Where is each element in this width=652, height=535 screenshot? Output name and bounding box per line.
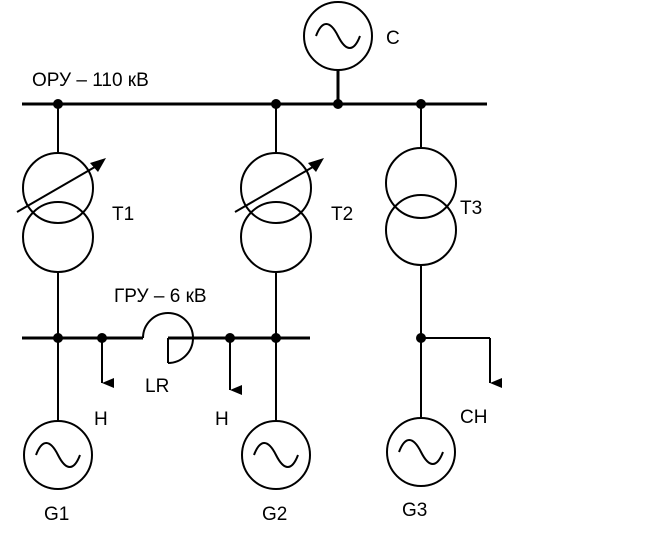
system-label: C xyxy=(386,28,400,49)
reactor-label: LR xyxy=(145,376,169,397)
hv-bus-label: ОРУ – 110 кВ xyxy=(32,70,149,91)
t3-label: T3 xyxy=(460,198,482,219)
aux-label: СН xyxy=(460,407,487,428)
load2-label: Н xyxy=(215,409,229,430)
generator-g3: G3 xyxy=(386,338,456,521)
generator-g1: G1 xyxy=(23,338,93,525)
t1-label: T1 xyxy=(112,204,134,225)
generator-g2: G2 xyxy=(241,338,311,525)
aux-branch: СН xyxy=(416,333,502,428)
transformer-t3: T3 xyxy=(385,104,482,338)
lv-bus-label: ГРУ – 6 кВ xyxy=(114,286,207,307)
transformer-t2: T2 xyxy=(234,104,353,338)
t2-label: T2 xyxy=(331,204,353,225)
load-2: Н xyxy=(215,338,242,430)
reactor-lr: LR xyxy=(142,312,194,397)
hv-busbar: ОРУ – 110 кВ xyxy=(22,70,487,109)
g2-label: G2 xyxy=(262,504,287,525)
load-1: Н xyxy=(94,338,114,430)
load1-label: Н xyxy=(94,409,108,430)
lv-busbar: ГРУ – 6 кВ xyxy=(22,286,310,343)
g3-label: G3 xyxy=(402,500,427,521)
transformer-t1: T1 xyxy=(16,104,134,338)
g1-label: G1 xyxy=(44,504,69,525)
system-source: C xyxy=(303,1,400,104)
